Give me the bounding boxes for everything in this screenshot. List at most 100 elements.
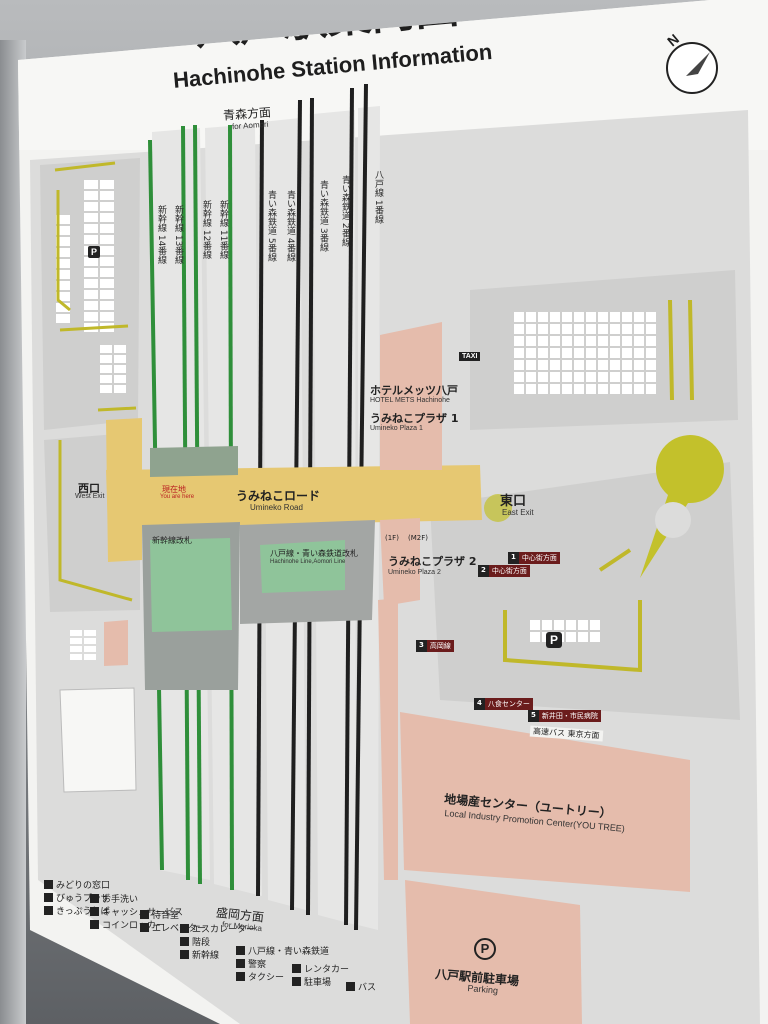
parking-space bbox=[622, 384, 632, 394]
bus-stop-number: 4 bbox=[474, 698, 485, 710]
legend-item: 警察 bbox=[236, 957, 266, 970]
bus-stop-label: 八食センター bbox=[484, 698, 533, 710]
parking-space bbox=[100, 224, 114, 233]
legend-text: 警察 bbox=[248, 960, 267, 970]
parking-space bbox=[574, 312, 584, 322]
parking-space bbox=[84, 301, 98, 310]
parking-space bbox=[550, 372, 560, 382]
parking-space bbox=[562, 348, 572, 358]
legend-text: きっぷうりば bbox=[56, 907, 110, 917]
legend-item: コインロッカー bbox=[90, 918, 165, 931]
parking-space bbox=[514, 384, 524, 394]
legend-icon bbox=[180, 924, 189, 933]
legend-icon bbox=[44, 893, 53, 902]
track-4-label: 青い森鉄道 4番線 bbox=[285, 190, 295, 262]
parking-space bbox=[646, 324, 656, 334]
gate-areas bbox=[142, 520, 375, 690]
parking-space bbox=[514, 324, 524, 334]
parking-space bbox=[538, 360, 548, 370]
parking-space bbox=[550, 360, 560, 370]
parking-space bbox=[114, 375, 126, 383]
youtree-building bbox=[400, 712, 690, 892]
track-3-label: 青い森鉄道 3番線 bbox=[318, 180, 328, 252]
parking-spaces bbox=[56, 180, 656, 660]
parking-space bbox=[550, 324, 560, 334]
parking-space bbox=[56, 259, 70, 268]
west-exit-label-en: West Exit bbox=[75, 493, 105, 500]
parking-space bbox=[514, 312, 524, 322]
parking-space bbox=[578, 632, 588, 642]
parking-space bbox=[574, 324, 584, 334]
bus-stop-label: 中心街方面 bbox=[518, 552, 560, 564]
plaza2-label-en: Umineko Plaza 2 bbox=[388, 569, 441, 576]
you-are-here-label-en: You are here bbox=[160, 494, 195, 500]
parking-space bbox=[574, 360, 584, 370]
parking-space bbox=[598, 324, 608, 334]
conventional-gate-label: 八戸線・青い森鉄道改札 bbox=[270, 549, 358, 558]
parking-space bbox=[574, 372, 584, 382]
parking-space bbox=[84, 312, 98, 321]
parking-space bbox=[56, 314, 70, 323]
parking-space bbox=[100, 290, 114, 299]
legend-icon bbox=[292, 964, 301, 973]
parking-space bbox=[100, 355, 112, 363]
parking-space bbox=[526, 312, 536, 322]
parking-space bbox=[100, 301, 114, 310]
legend-text: エレベーター bbox=[152, 924, 207, 934]
parking-space bbox=[84, 290, 98, 299]
parking-space bbox=[634, 372, 644, 382]
taxi-label: TAXI bbox=[462, 353, 478, 360]
parking-space bbox=[100, 257, 114, 266]
parking-space bbox=[514, 372, 524, 382]
parking-space bbox=[562, 312, 572, 322]
bus-stop-number: 5 bbox=[528, 710, 539, 722]
parking-space bbox=[610, 336, 620, 346]
parking-space bbox=[610, 312, 620, 322]
legend-icon bbox=[236, 972, 245, 981]
concourse-label: うみねこロード bbox=[236, 489, 321, 503]
legend-icon bbox=[180, 950, 189, 959]
parking-space bbox=[634, 360, 644, 370]
legend-icon bbox=[236, 946, 245, 955]
parking-space bbox=[100, 191, 114, 200]
legend-text: エスカレーター bbox=[192, 925, 256, 935]
parking-space bbox=[84, 630, 96, 636]
parking-space bbox=[634, 348, 644, 358]
legend-item: びゅうプラザ bbox=[44, 891, 110, 904]
parking-space bbox=[566, 620, 576, 630]
legend-item: 駐車場 bbox=[292, 975, 331, 988]
parking-space bbox=[562, 372, 572, 382]
parking-space bbox=[538, 384, 548, 394]
parking-space bbox=[526, 360, 536, 370]
legend-item: エスカレーター bbox=[180, 922, 255, 935]
shinkansen-gate-label: 新幹線改札 bbox=[152, 536, 192, 545]
west-parking-p-icon: P bbox=[88, 246, 100, 258]
parking-space bbox=[84, 654, 96, 660]
conventional-gate-label-en: Hachinohe Line,Aomori Line bbox=[270, 559, 346, 565]
concourse bbox=[106, 418, 482, 562]
parking-space bbox=[530, 632, 540, 642]
bus-stop-label: 中心街方面 bbox=[488, 565, 530, 577]
parking-space bbox=[84, 646, 96, 652]
parking-space bbox=[56, 226, 70, 235]
parking-space bbox=[538, 372, 548, 382]
parking-space bbox=[574, 384, 584, 394]
track-14-label: 新幹線 14番線 bbox=[156, 205, 166, 265]
legend-text: 八戸線・青い森鉄道 bbox=[248, 947, 330, 957]
legend-icon bbox=[346, 982, 355, 991]
parking-space bbox=[538, 348, 548, 358]
parking-space bbox=[538, 324, 548, 334]
parking-space bbox=[586, 360, 596, 370]
road-markings bbox=[54, 161, 694, 673]
parking-space bbox=[590, 620, 600, 630]
east-exit-label-en: East Exit bbox=[502, 508, 534, 517]
legend-text: 新幹線 bbox=[192, 951, 220, 961]
parking-space bbox=[550, 312, 560, 322]
parking-space bbox=[574, 336, 584, 346]
parking-space bbox=[100, 345, 112, 353]
parking-space bbox=[70, 654, 82, 660]
